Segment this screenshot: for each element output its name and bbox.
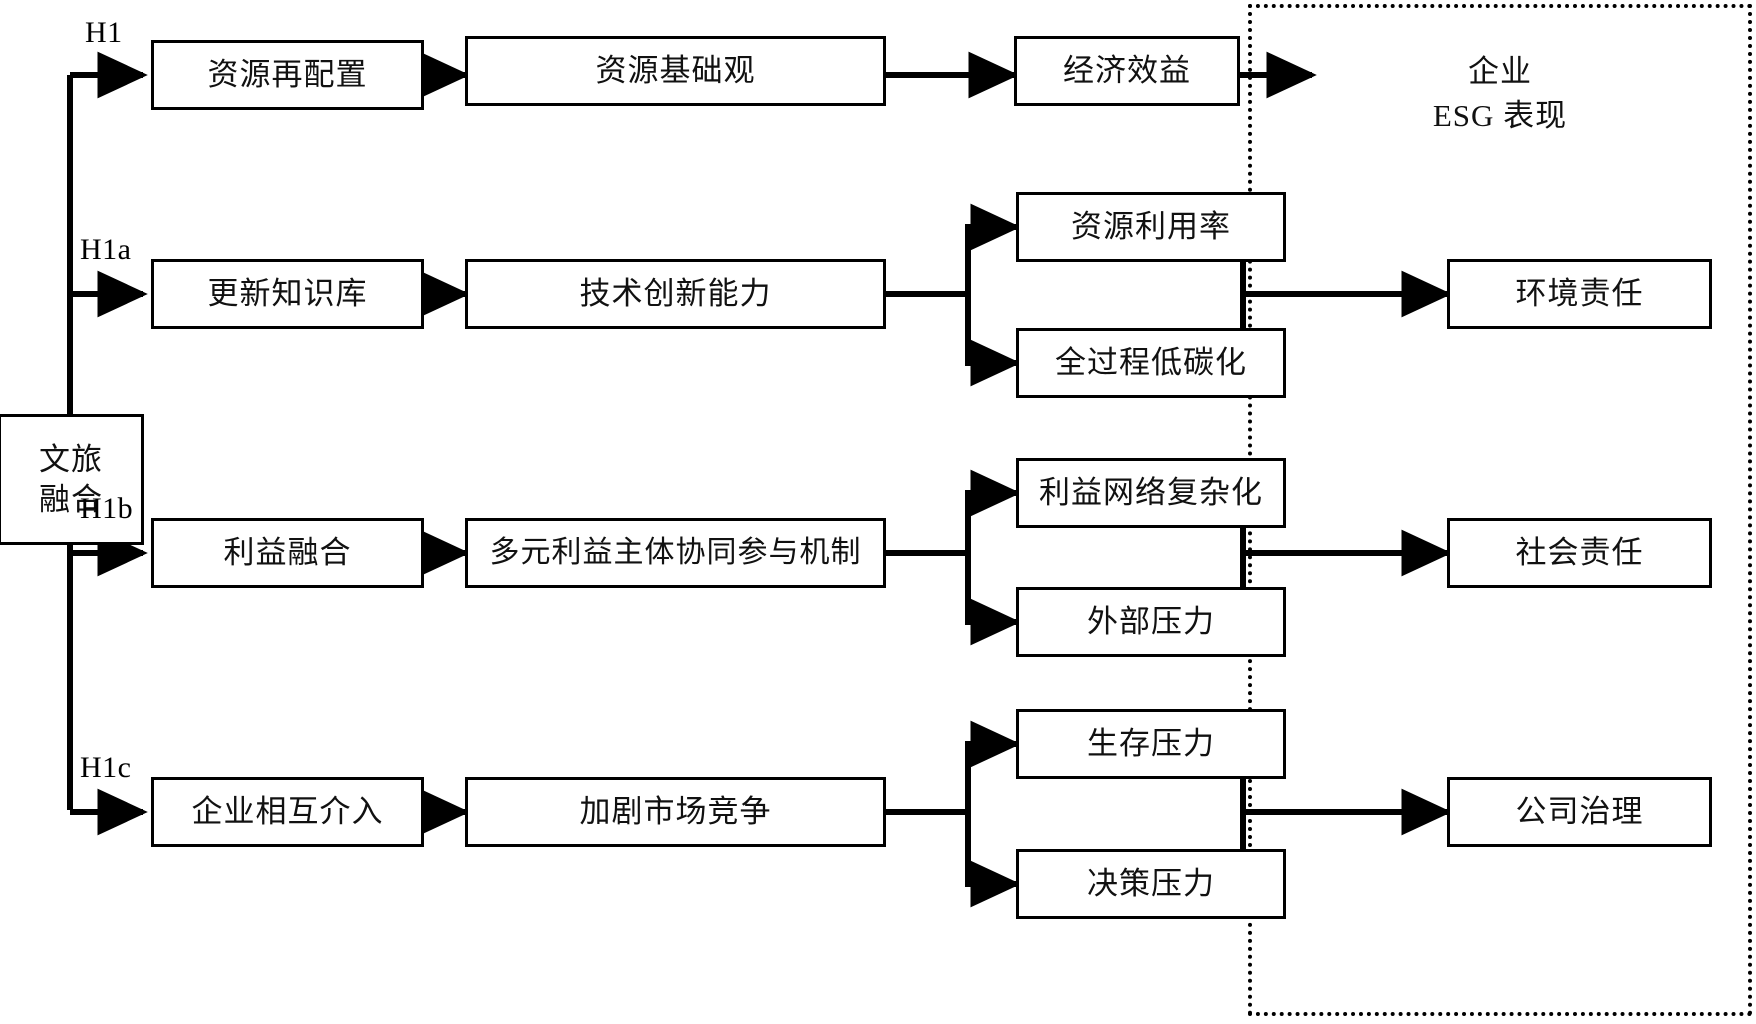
hypothesis-label-h1a: H1a — [80, 233, 132, 266]
hypothesis-label-h1c: H1c — [80, 751, 132, 784]
edge-r2-branch-b — [965, 294, 1021, 387]
node-h1-stage3[interactable]: 经济效益 — [1014, 36, 1240, 106]
node-h1b-outcome-social[interactable]: 社会责任 — [1447, 518, 1712, 588]
node-h1-stage1[interactable]: 资源再配置 — [151, 40, 424, 110]
node-h1b-stage1[interactable]: 利益融合 — [151, 518, 424, 588]
node-h1b-branch-1[interactable]: 利益网络复杂化 — [1016, 458, 1286, 528]
node-h1b-branch-2[interactable]: 外部压力 — [1016, 587, 1286, 657]
edge-r3-branch-a — [965, 469, 1021, 553]
edge-r4-branch-b — [965, 812, 1021, 908]
node-h1c-outcome-governance[interactable]: 公司治理 — [1447, 777, 1712, 847]
node-h1a-stage2[interactable]: 技术创新能力 — [465, 259, 886, 329]
node-h1a-branch-1[interactable]: 资源利用率 — [1016, 192, 1286, 262]
edge-r4-branch-a — [965, 720, 1021, 812]
edge-r2-branch-a — [965, 203, 1021, 294]
esg-outcome-region — [1248, 4, 1752, 1016]
edge-r3-branch-b — [965, 553, 1021, 646]
node-h1c-branch-1[interactable]: 生存压力 — [1016, 709, 1286, 779]
node-h1-stage2[interactable]: 资源基础观 — [465, 36, 886, 106]
hypothesis-label-h1: H1 — [85, 16, 123, 49]
hypothesis-label-h1b: H1b — [80, 492, 134, 525]
esg-region-title: 企业 ESG 表现 — [1432, 54, 1568, 134]
node-h1c-stage2[interactable]: 加剧市场竞争 — [465, 777, 886, 847]
node-h1c-branch-2[interactable]: 决策压力 — [1016, 849, 1286, 919]
node-h1a-outcome-environment[interactable]: 环境责任 — [1447, 259, 1712, 329]
node-h1a-branch-2[interactable]: 全过程低碳化 — [1016, 328, 1286, 398]
node-source-cultural-tourism-integration[interactable]: 文旅 融合 — [0, 414, 144, 545]
node-h1b-stage2[interactable]: 多元利益主体协同参与机制 — [465, 518, 886, 588]
node-h1a-stage1[interactable]: 更新知识库 — [151, 259, 424, 329]
node-h1c-stage1[interactable]: 企业相互介入 — [151, 777, 424, 847]
